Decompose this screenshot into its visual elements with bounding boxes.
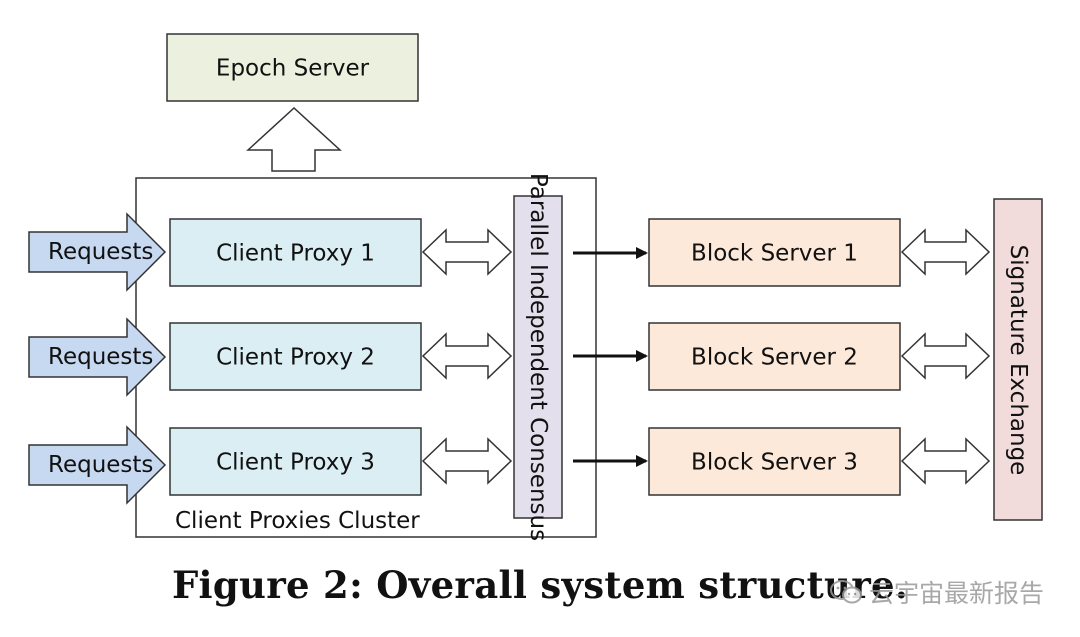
request-arrow-3	[28, 425, 167, 505]
request-label-2: Requests	[48, 344, 153, 370]
block-signature-arrow-1	[900, 228, 991, 276]
signature-exchange-box	[993, 198, 1043, 521]
cluster-to-epoch-arrow	[246, 106, 342, 172]
block-server-2-label: Block Server 2	[691, 345, 858, 371]
block-server-3-label: Block Server 3	[691, 450, 858, 476]
row-1: Requests Client Proxy 1 Block Server 1	[28, 212, 991, 292]
client-proxy-3-box	[169, 427, 422, 496]
block-server-1-label: Block Server 1	[691, 241, 858, 267]
cluster-label: Client Proxies Cluster	[175, 508, 420, 534]
request-label-1: Requests	[48, 239, 153, 265]
client-proxy-2-box	[169, 322, 422, 391]
epoch-server-label: Epoch Server	[216, 56, 370, 82]
block-server-3-box	[648, 427, 901, 496]
block-signature-arrow-3	[900, 437, 991, 485]
client-proxy-2-label: Client Proxy 2	[216, 345, 375, 371]
client-proxy-3-label: Client Proxy 3	[216, 450, 375, 476]
block-server-1-box	[648, 218, 901, 287]
proxy-consensus-arrow-3	[421, 437, 513, 485]
watermark: 云宇宙最新报告	[829, 574, 1044, 610]
request-arrow-1	[28, 212, 167, 292]
row-3: Requests Client Proxy 3 Block Server 3	[28, 425, 991, 505]
signature-exchange-label: Signature Exchange	[1005, 245, 1031, 476]
block-signature-arrow-2	[900, 332, 991, 380]
request-arrow-2	[28, 317, 167, 397]
wechat-icon	[829, 580, 862, 604]
proxy-consensus-arrow-2	[421, 332, 513, 380]
client-proxy-1-label: Client Proxy 1	[216, 241, 375, 267]
consensus-box	[513, 195, 563, 519]
request-label-3: Requests	[48, 452, 153, 478]
consensus-label: Parallel Independent Consensus	[525, 173, 551, 541]
row-2: Requests Client Proxy 2 Block Server 2	[28, 317, 991, 397]
block-server-2-box	[648, 322, 901, 391]
client-proxy-1-box	[169, 218, 422, 287]
figure-caption: Figure 2: Overall system structure.	[171, 563, 909, 607]
epoch-server-box	[166, 33, 419, 102]
watermark-text: 云宇宙最新报告	[868, 579, 1044, 608]
proxy-consensus-arrow-1	[421, 228, 513, 276]
